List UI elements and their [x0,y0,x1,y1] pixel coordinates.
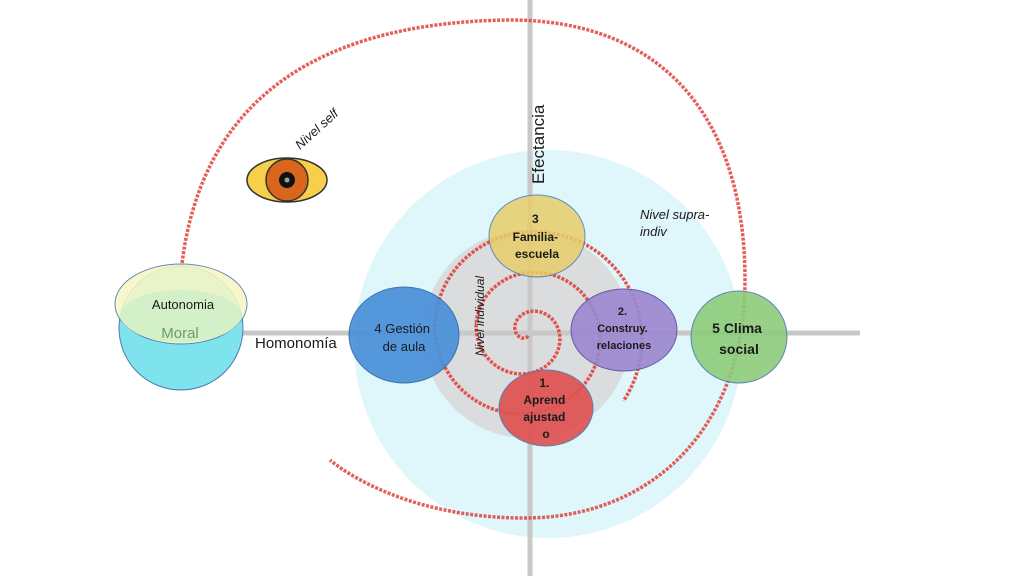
construy-line-2: Construy. [597,323,648,335]
svg-text:2. Construy. relacione: 2. Construy. relaciones [597,306,651,352]
svg-text:1. Aprend ajustad: 1. Aprend ajustad o [523,376,568,441]
moral-label: Moral [161,325,199,342]
svg-text:4 Gestión de aula: 4 Gestión de aula [374,321,433,354]
node-construy[interactable] [570,288,678,372]
node-clima[interactable] [690,290,788,384]
clima-line-1: 5 Clima [712,320,762,336]
aprend-line-3: ajustad [523,410,565,424]
svg-text:5 Clima social: 5 Clima social [712,320,766,357]
vertical-axis-label: Efectancia [529,104,548,184]
level-supra-line-1: Nivel supra- [640,207,710,222]
level-supra-line-2: indiv [640,224,668,239]
node-aprend[interactable] [498,369,594,447]
gestion-line-1: 4 Gestión [374,321,430,336]
autonomia-label: Autonomia [152,297,215,312]
aprend-line-2: Aprend [523,393,565,407]
construy-line-3: relaciones [597,340,651,352]
construy-line-1: 2. [618,306,627,318]
svg-text:3 Familia- escuela: 3 Familia- escuela [513,212,562,261]
node-gestion[interactable] [348,286,460,384]
familia-line-1: 3 [532,212,539,226]
eye-icon [246,157,328,203]
aprend-line-1: 1. [539,376,549,390]
gestion-line-2: de aula [383,339,426,354]
spiral [433,229,644,416]
horizontal-axis-label: Homonomía [255,335,337,352]
svg-text:Nivel supra- indiv: Nivel supra- indiv [640,207,713,239]
familia-line-3: escuela [515,247,559,261]
level-self-label: Nivel self [292,105,342,152]
clima-line-2: social [719,341,759,357]
familia-line-2: Familia- [513,230,558,244]
moral-overlap [120,290,242,342]
outer-arc [179,18,747,520]
node-familia[interactable] [488,194,586,278]
aprend-line-4: o [542,427,549,441]
level-individual-label: Nivel individual [473,276,487,356]
